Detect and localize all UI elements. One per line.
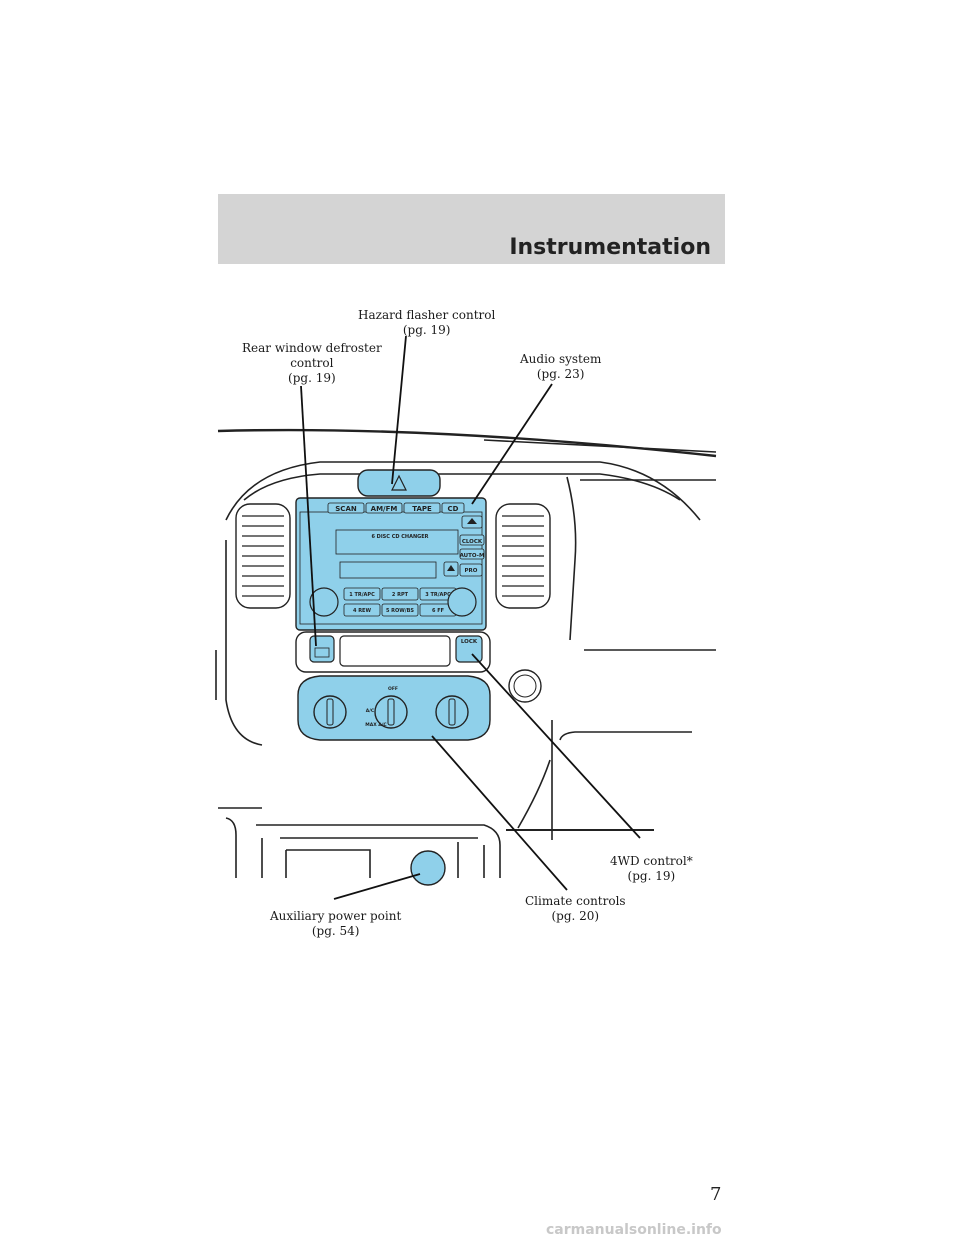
hazard-callout-title: Hazard flasher control	[358, 308, 496, 322]
climate-max-ac-label: MAX A/C	[365, 722, 387, 728]
radio-cd-button[interactable]: CD	[441, 502, 465, 514]
audio-callout: Audio system (pg. 23)	[520, 352, 601, 382]
fwd-callout-page: (pg. 19)	[627, 869, 676, 883]
climate-ac-label: A/C	[366, 708, 375, 714]
auxiliary-power-point	[410, 850, 446, 886]
aux-power-callout-page: (pg. 54)	[311, 924, 360, 938]
section-title: Instrumentation	[509, 235, 711, 260]
radio-volume-knob[interactable]	[309, 587, 339, 617]
watermark: carmanualsonline.info	[546, 1222, 722, 1238]
radio-clock-button[interactable]: CLOCK	[459, 534, 485, 546]
preset-2-label: 2 RPT	[392, 592, 409, 598]
radio-preset-2[interactable]: 2 RPT	[381, 587, 419, 601]
preset-6-label: 6 FF	[432, 608, 444, 614]
radio-cd-label: CD	[448, 505, 459, 513]
hazard-flasher-button[interactable]	[357, 469, 441, 497]
preset-1-label: 1 TR/APC	[349, 592, 375, 598]
fan-speed-knob[interactable]	[313, 695, 347, 729]
temperature-knob[interactable]	[435, 695, 469, 729]
radio-buttons: SCAN AM/FM TAPE CD CLOCK AUTO-M 6 DISC	[327, 502, 485, 617]
radio-eject-button[interactable]	[461, 515, 483, 529]
fwd-callout: 4WD control* (pg. 19)	[610, 854, 693, 884]
radio-preset-1[interactable]: 1 TR/APC	[343, 587, 381, 601]
radio-tune-knob[interactable]	[447, 587, 477, 617]
radio-amfm-button[interactable]: AM/FM	[365, 502, 403, 514]
rear-defroster-callout-title: Rear window defroster	[242, 341, 382, 355]
climate-callout-page: (pg. 20)	[551, 909, 600, 923]
rear-defroster-callout: Rear window defroster control (pg. 19)	[242, 341, 382, 386]
radio-tape-label: TAPE	[412, 505, 432, 513]
radio-tape-button[interactable]: TAPE	[403, 502, 441, 514]
preset-3-label: 3 TR/APC	[425, 592, 451, 598]
radio-preset-5[interactable]: 5 ROW/BS	[381, 603, 419, 617]
radio-clock-label: CLOCK	[462, 539, 483, 545]
hazard-callout-page: (pg. 19)	[402, 323, 451, 337]
cd-changer-label: 6 DISC CD CHANGER	[371, 534, 428, 540]
radio-pro-button[interactable]: PRO	[459, 563, 483, 577]
audio-callout-title: Audio system	[520, 352, 602, 366]
radio-auto-m-button[interactable]: AUTO-M	[460, 548, 485, 560]
leader-lines	[300, 335, 641, 900]
climate-labels: OFF A/C MAX A/C	[365, 686, 398, 728]
fwd-callout-title: 4WD control*	[610, 854, 693, 868]
mode-knob[interactable]	[374, 695, 408, 729]
radio-amfm-label: AM/FM	[371, 505, 398, 513]
radio-scan-label: SCAN	[335, 505, 357, 513]
preset-4-label: 4 REW	[353, 608, 371, 614]
preset-5-label: 5 ROW/BS	[386, 608, 414, 614]
hazard-callout: Hazard flasher control (pg. 19)	[358, 308, 495, 338]
left-air-vent	[235, 503, 291, 609]
climate-callout-title: Climate controls	[525, 894, 626, 908]
radio-auto-m-label: AUTO-M	[460, 553, 485, 559]
climate-callout: Climate controls (pg. 20)	[525, 894, 626, 924]
switch-panel	[295, 631, 491, 673]
fwd-control-button[interactable]: LOCK	[455, 635, 483, 663]
climate-off-label: OFF	[388, 686, 398, 692]
cd-changer-display: 6 DISC CD CHANGER	[335, 529, 459, 555]
radio-pro-label: PRO	[465, 568, 478, 574]
aux-power-callout: Auxiliary power point (pg. 54)	[270, 909, 401, 939]
radio-preset-4[interactable]: 4 REW	[343, 603, 381, 617]
audio-callout-page: (pg. 23)	[536, 367, 585, 381]
right-air-vent	[495, 503, 551, 609]
tape-slot	[339, 561, 437, 579]
rear-defroster-callout-page: (pg. 19)	[288, 371, 336, 385]
rear-defroster-button[interactable]	[309, 635, 335, 663]
radio-scan-button[interactable]: SCAN	[327, 502, 365, 514]
rear-defroster-callout-subtitle: control	[290, 356, 334, 370]
page-number: 7	[710, 1184, 722, 1205]
aux-power-callout-title: Auxiliary power point	[270, 909, 402, 923]
radio-preset-3[interactable]: 3 TR/APC	[419, 587, 457, 601]
section-header: Instrumentation	[218, 194, 725, 264]
fwd-lock-label: LOCK	[461, 639, 478, 645]
tape-eject-button[interactable]	[443, 561, 459, 577]
radio-preset-6[interactable]: 6 FF	[419, 603, 457, 617]
dash-plug	[508, 669, 542, 703]
